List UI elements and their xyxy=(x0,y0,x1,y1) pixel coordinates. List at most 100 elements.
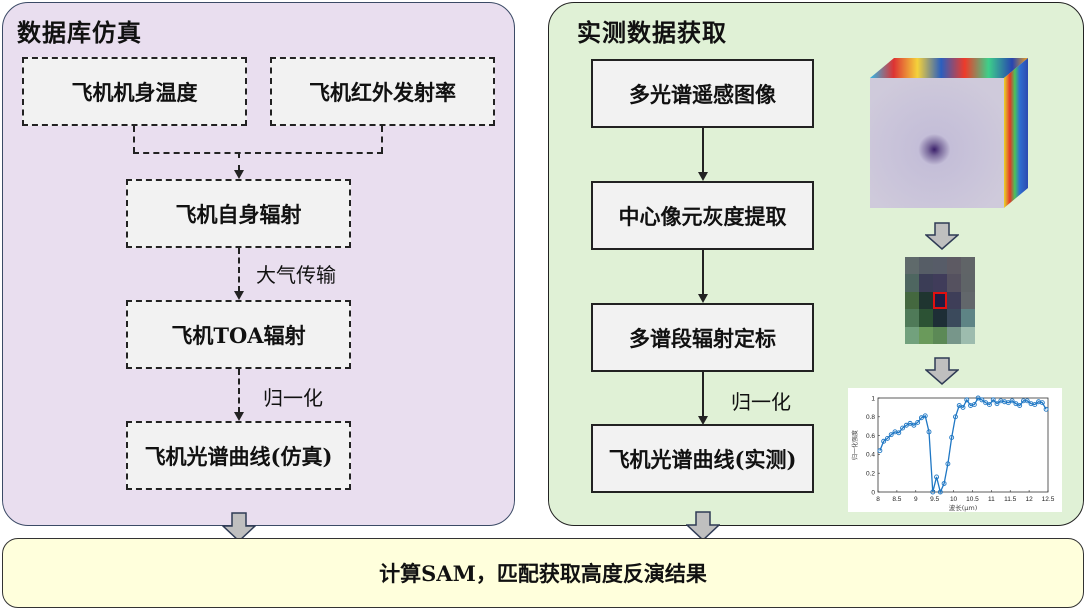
cube-side-face xyxy=(1004,58,1028,208)
data-point xyxy=(945,461,951,467)
cube-front-face xyxy=(870,78,1004,208)
pixel-cell xyxy=(947,274,961,292)
x-tick-label: 11 xyxy=(988,496,995,503)
pixel-cell xyxy=(919,274,933,292)
connector-line xyxy=(238,152,240,171)
pixel-cell xyxy=(933,274,947,292)
connector-line xyxy=(238,369,240,413)
center-pixel-extraction-box: 中心像元灰度提取 xyxy=(591,181,814,250)
pixel-cell xyxy=(933,257,947,275)
x-tick-label: 12 xyxy=(1025,496,1033,503)
aircraft-self-radiation-box: 飞机自身辐射 xyxy=(126,179,351,248)
y-tick-label: 0.2 xyxy=(866,471,875,478)
aircraft-toa-radiation-box: 飞机TOA辐射 xyxy=(126,300,351,369)
data-point xyxy=(907,420,913,426)
data-point xyxy=(915,419,921,425)
cube-top-face xyxy=(870,58,1028,78)
data-point xyxy=(877,448,883,454)
multispectral-image-box: 多光谱遥感图像 xyxy=(591,59,814,128)
data-point xyxy=(975,395,981,401)
connector-line xyxy=(133,126,135,153)
data-point xyxy=(949,435,955,440)
pixel-cell xyxy=(947,309,961,327)
down-arrow-icon xyxy=(222,512,256,542)
data-point xyxy=(1005,400,1011,406)
connector-line xyxy=(702,250,704,295)
pixel-cell xyxy=(905,326,919,344)
pixel-cell xyxy=(961,291,975,310)
pixel-cell xyxy=(947,326,961,344)
data-point xyxy=(884,435,890,441)
x-tick-label: 9.5 xyxy=(930,496,939,503)
normalization-label: 归一化 xyxy=(731,390,791,414)
data-point xyxy=(881,438,887,444)
arrow-head-icon xyxy=(698,416,708,425)
radiometric-calibration-box: 多谱段辐射定标 xyxy=(591,303,814,372)
data-point xyxy=(937,489,943,495)
data-point xyxy=(918,415,924,421)
data-point xyxy=(1009,398,1015,404)
x-tick-label: 8.5 xyxy=(892,496,901,503)
y-tick-label: 0.4 xyxy=(866,452,875,459)
x-tick-label: 9 xyxy=(914,496,918,503)
panel-title: 实测数据获取 xyxy=(577,18,727,47)
data-point xyxy=(1024,398,1030,404)
center-pixel-grid-image xyxy=(905,257,975,344)
pixel-cell xyxy=(961,274,975,292)
x-tick-label: 8 xyxy=(876,496,880,503)
arrow-head-icon xyxy=(234,170,244,179)
pixel-cell xyxy=(961,326,975,344)
data-point xyxy=(941,481,947,486)
y-tick-label: 0.6 xyxy=(866,433,875,440)
data-point xyxy=(983,400,989,406)
pixel-cell xyxy=(947,291,961,310)
x-tick-label: 10 xyxy=(950,496,958,503)
data-point xyxy=(1043,406,1049,412)
data-point xyxy=(986,402,992,408)
data-point xyxy=(960,404,966,410)
data-point xyxy=(896,430,902,436)
data-point xyxy=(888,432,894,438)
sam-matching-result-box: 计算SAM，匹配获取高度反演结果 xyxy=(2,538,1084,608)
arrow-head-icon xyxy=(234,412,244,421)
y-tick-label: 0 xyxy=(871,489,875,496)
center-pixel-highlight xyxy=(933,291,947,310)
arrow-head-icon xyxy=(698,172,708,181)
data-point xyxy=(971,402,977,408)
data-point xyxy=(900,425,906,431)
y-tick-label: 0.8 xyxy=(866,414,875,421)
pixel-cell xyxy=(905,257,919,275)
pixel-cell xyxy=(961,257,975,275)
arrow-head-icon xyxy=(234,291,244,300)
arrow-head-icon xyxy=(698,294,708,303)
pixel-cell xyxy=(905,291,919,310)
data-point xyxy=(1032,402,1038,408)
plot-area xyxy=(877,397,1049,493)
pixel-cell xyxy=(961,309,975,327)
data-point xyxy=(994,401,1000,407)
pixel-cell xyxy=(947,257,961,275)
panel-title: 数据库仿真 xyxy=(17,18,142,47)
connector-line xyxy=(381,126,383,153)
x-tick-label: 10.5 xyxy=(966,496,979,503)
data-point xyxy=(990,397,996,403)
data-point xyxy=(956,403,962,408)
data-point xyxy=(964,397,970,403)
data-point xyxy=(979,397,985,403)
down-arrow-icon xyxy=(686,511,720,541)
connector-line xyxy=(133,152,383,154)
simulated-spectrum-box: 飞机光谱曲线(仿真) xyxy=(126,421,351,490)
data-point xyxy=(934,474,940,480)
pixel-cell xyxy=(905,309,919,327)
down-arrow-icon xyxy=(925,357,959,385)
data-point xyxy=(952,414,958,420)
connector-line xyxy=(238,248,240,292)
pixel-cell xyxy=(933,309,947,327)
down-arrow-icon xyxy=(925,222,959,250)
data-point xyxy=(1017,403,1023,408)
sam-matching-label: 计算SAM，匹配获取高度反演结果 xyxy=(379,561,707,586)
series-line xyxy=(879,397,1047,494)
pixel-cell xyxy=(919,257,933,275)
pixel-cell xyxy=(919,326,933,344)
